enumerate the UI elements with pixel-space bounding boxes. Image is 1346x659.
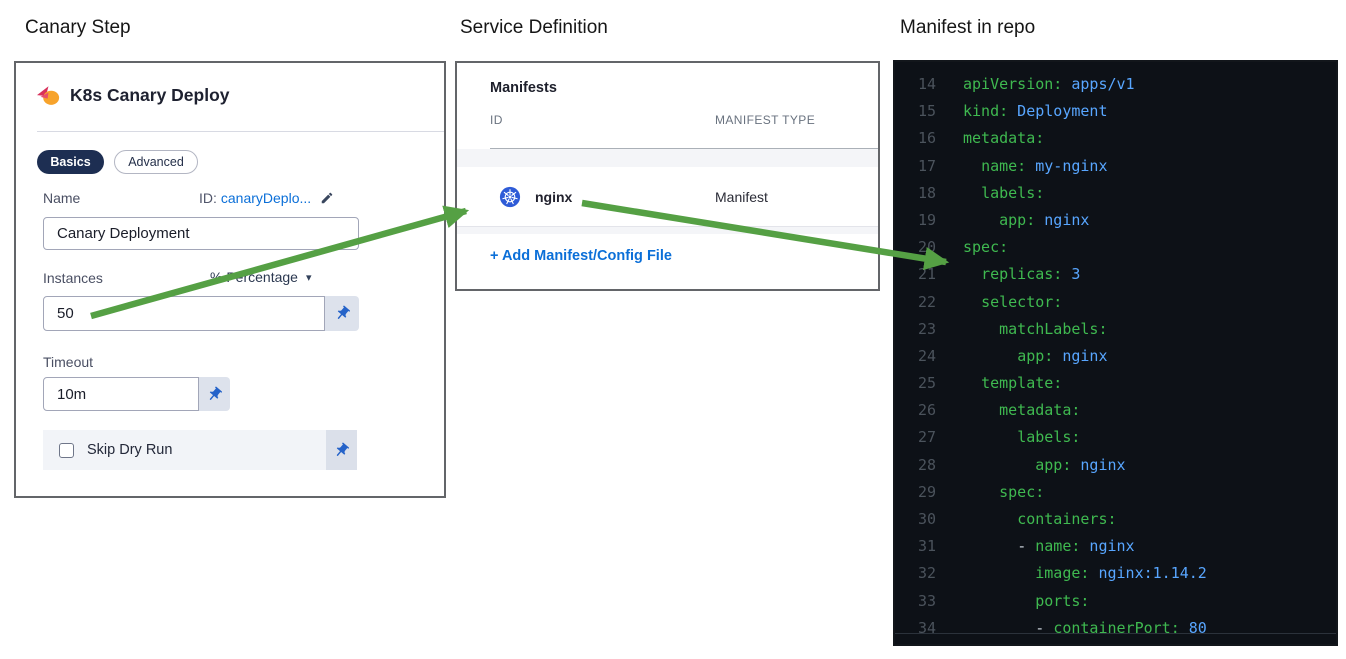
pin-icon [206,386,223,403]
step-title: K8s Canary Deploy [70,85,230,105]
column-header-id: ID [490,113,503,127]
canary-step-panel: K8s Canary Deploy Basics Advanced Name I… [14,61,446,498]
skip-dry-run-label: Skip Dry Run [87,442,173,458]
code-line: 18 labels: [917,183,1045,202]
divider [490,148,878,149]
code-line: 32 image: nginx:1.14.2 [917,564,1207,583]
tab-basics[interactable]: Basics [37,150,104,174]
add-manifest-link[interactable]: + Add Manifest/Config File [490,248,672,264]
name-label: Name [43,190,81,206]
code-line: 19 app: nginx [917,210,1090,229]
code-line: 30 containers: [917,510,1117,528]
instances-input[interactable]: 50 [43,296,325,331]
code-line: 29 spec: [917,482,1045,501]
manifest-in-repo-title: Manifest in repo [900,17,1036,38]
manifest-row-id: nginx [535,188,573,205]
code-line: 33 ports: [917,591,1090,610]
canary-step-title: Canary Step [25,17,131,38]
service-definition-title: Service Definition [460,17,608,38]
name-input[interactable]: Canary Deployment [43,217,359,250]
code-line: 22 selector: [917,292,1063,311]
tab-advanced[interactable]: Advanced [114,150,198,174]
chevron-down-icon: ▾ [305,271,312,284]
code-line: 21 replicas: 3 [917,265,1081,284]
timeout-label: Timeout [43,354,94,370]
instances-label: Instances [43,270,103,286]
id-link[interactable]: canaryDeplo... [220,190,312,206]
manifests-section-title: Manifests [490,80,557,96]
kubernetes-icon [499,186,521,213]
code-line: 17 name: my-nginx [917,156,1108,175]
code-line: 31 - name: nginx [917,537,1135,556]
code-line: 25 template: [917,374,1063,393]
code-line: 23 matchLabels: [917,319,1108,338]
id-prefix: ID: [199,190,217,206]
code-line: 24 app: nginx [917,346,1108,365]
instances-pin-button[interactable] [325,296,359,331]
pin-icon [333,442,350,459]
code-line: 26 metadata: [917,401,1081,420]
skip-dry-run-pin-button[interactable] [326,430,357,470]
code-line: 34 - containerPort: 80 [917,618,1207,637]
manifest-table-body: nginx Manifest [457,149,878,234]
instances-unit-value: % Percentage [210,269,298,285]
pin-icon [334,305,351,322]
code-line: 27 labels: [917,428,1081,447]
skip-dry-run-row: Skip Dry Run [43,430,357,470]
code-line: 28 app: nginx [917,455,1126,474]
column-header-manifest-type: MANIFEST TYPE [715,113,816,127]
skip-dry-run-checkbox[interactable] [59,442,74,458]
timeout-pin-button[interactable] [199,377,230,411]
service-definition-panel: Manifests ID MANIFEST TYPE [455,61,880,291]
code-footer [895,633,1336,644]
divider [37,131,444,132]
instances-unit-dropdown[interactable]: % Percentage ▾ [210,269,311,285]
table-row[interactable]: nginx Manifest [457,167,878,227]
manifest-row-type: Manifest [715,188,768,205]
timeout-input[interactable]: 10m [43,377,199,411]
canary-bird-icon [37,85,60,106]
edit-pencil-icon[interactable] [320,191,334,205]
